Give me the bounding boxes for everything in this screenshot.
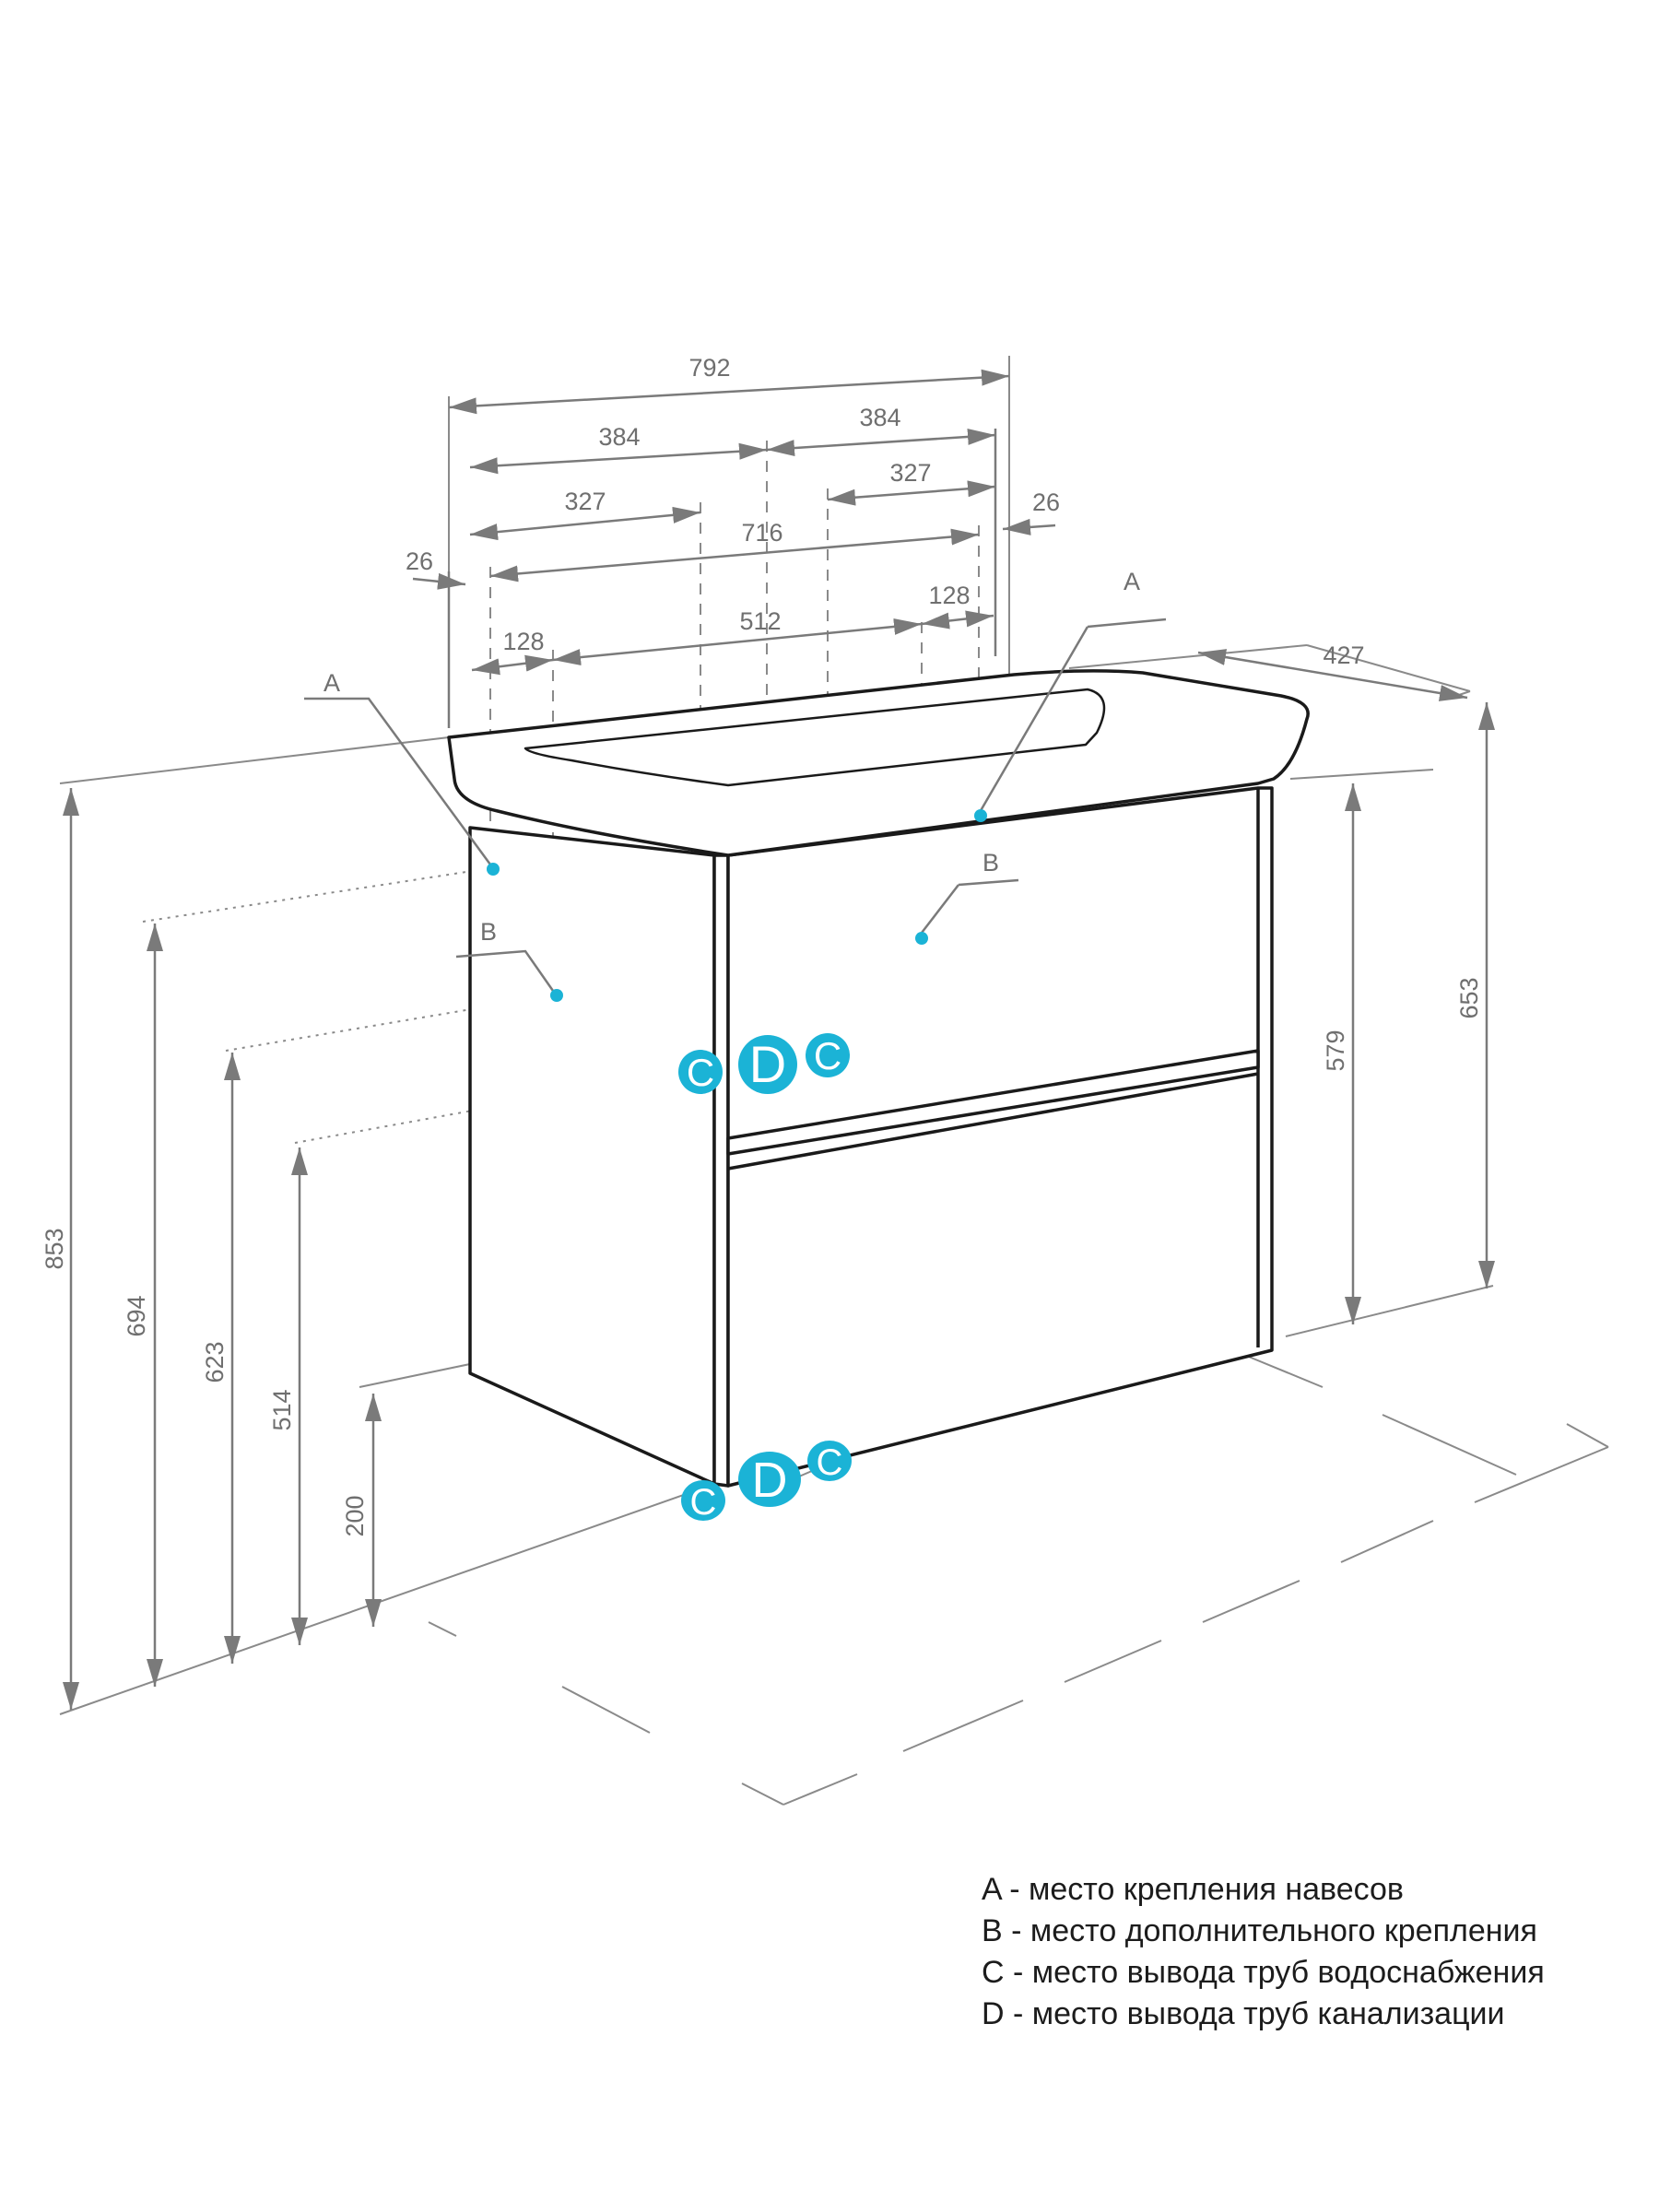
dim-26-right: 26 — [1032, 488, 1060, 516]
dim-384-left: 384 — [598, 423, 640, 451]
vertical-dimensions — [63, 702, 1495, 1710]
basin-inner — [524, 688, 1106, 787]
tag-leaders — [304, 618, 1167, 992]
marker-c-back-left: C — [678, 1050, 723, 1094]
dim-512: 512 — [739, 607, 781, 635]
tag-a-left: A — [324, 669, 340, 697]
svg-text:D: D — [752, 1453, 788, 1508]
dim-128-right: 128 — [928, 582, 970, 609]
legend-item-a: A - место крепления навесов — [982, 1872, 1404, 1907]
mount-point-b-right — [915, 932, 928, 945]
dim-716: 716 — [741, 519, 782, 547]
dim-792: 792 — [688, 354, 730, 382]
cabinet-front — [712, 853, 730, 1488]
dim-26-left: 26 — [406, 547, 433, 575]
pipe-markers: C D C C D C — [678, 1033, 852, 1523]
tag-b-left: B — [480, 918, 497, 946]
drawer-divider — [726, 1049, 1260, 1156]
svg-text:C: C — [690, 1482, 717, 1523]
marker-d-floor: D — [738, 1452, 801, 1508]
legend: A - место крепления навесов B - место до… — [982, 1869, 1545, 2035]
dim-128-left: 128 — [502, 628, 544, 655]
svg-text:C: C — [814, 1034, 841, 1077]
washbasin — [447, 669, 1310, 857]
tag-b-right: B — [982, 849, 999, 877]
svg-text:D: D — [749, 1035, 786, 1093]
dim-623: 623 — [201, 1341, 229, 1382]
dim-327-right: 327 — [889, 459, 931, 487]
mount-point-a-right — [974, 809, 987, 822]
dim-384-right: 384 — [859, 404, 900, 431]
mount-point-a-left — [487, 863, 500, 876]
cabinet-front-panel — [726, 786, 1274, 1488]
dim-653: 653 — [1455, 977, 1483, 1018]
dim-427: 427 — [1323, 641, 1364, 669]
legend-item-d: D - место вывода труб канализации — [982, 1996, 1505, 2031]
marker-d-back: D — [738, 1035, 797, 1094]
dimension-labels: 792 384 384 327 327 716 26 26 128 512 12… — [41, 354, 1483, 1537]
marker-c-back-right: C — [806, 1033, 850, 1077]
basin-outer — [447, 669, 1310, 857]
horizontal-dimensions — [412, 369, 1468, 728]
marker-c-floor-right: C — [807, 1441, 852, 1483]
svg-text:C: C — [817, 1442, 843, 1483]
dim-200: 200 — [341, 1495, 369, 1536]
dim-694: 694 — [123, 1295, 150, 1336]
cabinet — [468, 786, 1274, 1488]
legend-item-c: C - место вывода труб водоснабжения — [982, 1955, 1545, 1990]
legend-item-b: B - место дополнительного крепления — [982, 1913, 1537, 1948]
mount-point-b-left — [550, 989, 563, 1002]
marker-c-floor-left: C — [681, 1480, 725, 1523]
svg-text:C: C — [687, 1051, 714, 1094]
cabinet-left-side — [468, 826, 716, 1486]
dim-327-left: 327 — [564, 488, 606, 515]
tag-labels: A A B B — [324, 568, 1140, 946]
dim-853: 853 — [41, 1228, 68, 1269]
tag-a-right: A — [1124, 568, 1140, 595]
dim-514: 514 — [268, 1389, 296, 1430]
mounting-points — [487, 809, 987, 1002]
dim-579: 579 — [1322, 1030, 1349, 1071]
